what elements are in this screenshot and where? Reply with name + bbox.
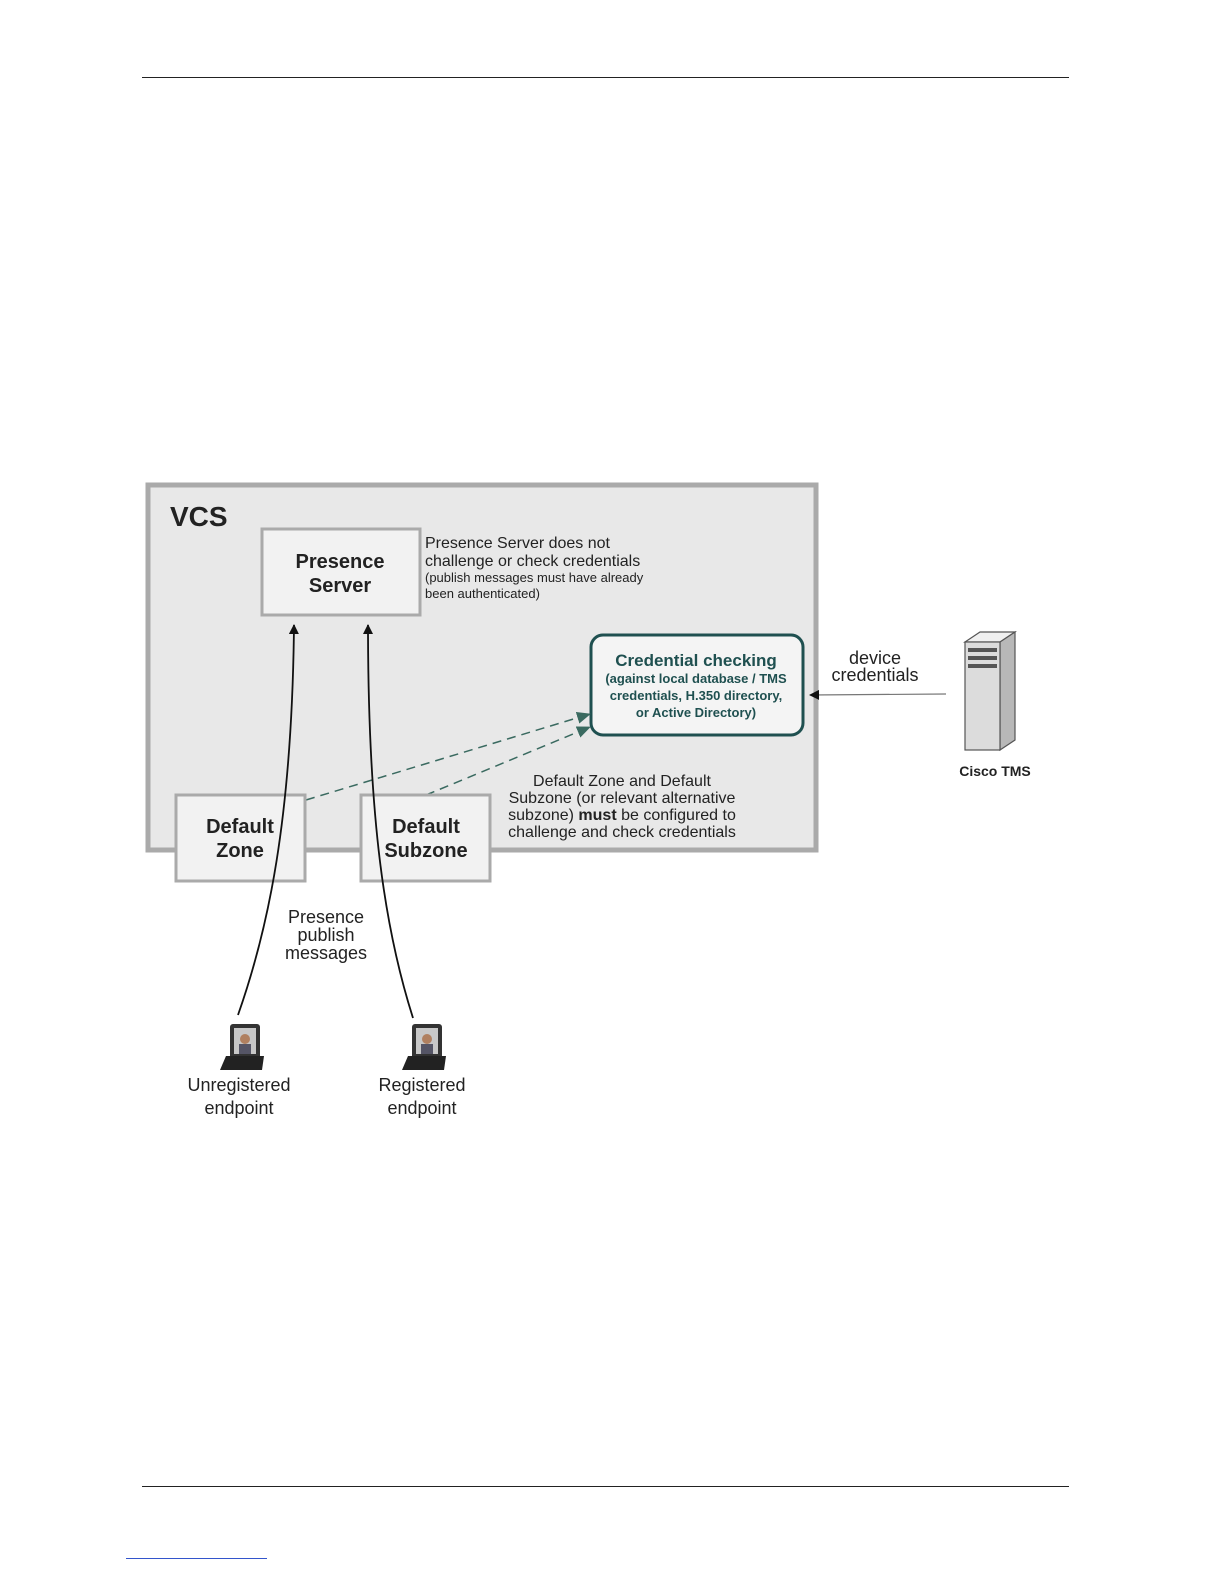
vcs-label: VCS <box>170 501 228 532</box>
unregistered-publish-arrow <box>237 624 299 1016</box>
default-zone-label-line1: Default <box>206 816 274 838</box>
presence-note-line3: (publish messages must have already <box>425 570 644 585</box>
server-icon <box>963 630 1017 752</box>
default-zone-label-line2: Zone <box>216 840 264 862</box>
zone-note-line1: Default Zone and Default <box>533 773 711 790</box>
cisco-tms-label: Cisco TMS <box>959 763 1031 779</box>
zone-note-line4: challenge and check credentials <box>508 824 736 841</box>
default-zone-box <box>174 793 307 883</box>
unregistered-endpoint-line1: Unregistered <box>187 1075 290 1095</box>
presence-note-line2: challenge or check credentials <box>425 553 640 570</box>
publish-label-line3: messages <box>285 943 367 963</box>
credential-checking-box <box>589 633 805 737</box>
credential-checking-line3: or Active Directory) <box>636 705 756 720</box>
registered-endpoint-line2: endpoint <box>387 1098 456 1118</box>
zone-note-line3-bold: must <box>578 807 617 824</box>
default-subzone-label-line1: Default <box>392 816 460 838</box>
presence-server-label-line1: Presence <box>296 551 385 573</box>
presence-note-line4: been authenticated) <box>425 586 540 601</box>
zone-to-credential-arrow <box>305 712 591 801</box>
header-rule <box>142 77 1069 78</box>
registered-endpoint-line1: Registered <box>378 1075 465 1095</box>
zone-note-line3: subzone) must be configured to <box>508 807 736 824</box>
presence-server-label-line2: Server <box>309 575 371 597</box>
zone-note-line3-pre: subzone) <box>508 807 574 824</box>
device-credentials-arrow <box>809 689 947 700</box>
credential-checking-line1: (against local database / TMS <box>605 671 787 686</box>
credential-checking-title: Credential checking <box>615 651 777 670</box>
video-phone-icon <box>220 1024 264 1070</box>
device-credentials-line1: device <box>849 648 901 668</box>
zone-note-line3-post: be configured to <box>621 807 736 824</box>
footer-rule <box>142 1486 1069 1487</box>
default-subzone-box <box>359 793 492 883</box>
credential-checking-line2: credentials, H.350 directory, <box>610 688 782 703</box>
publish-label-line2: publish <box>297 925 354 945</box>
zone-note-line2: Subzone (or relevant alternative <box>509 790 736 807</box>
default-subzone-label-line2: Subzone <box>384 840 467 862</box>
device-credentials-line2: credentials <box>831 665 918 685</box>
publish-label-line1: Presence <box>288 907 364 927</box>
presence-note-line1: Presence Server does not <box>425 535 611 552</box>
video-phone-icon <box>402 1024 446 1070</box>
footer-link-underline[interactable] <box>126 1558 267 1559</box>
registered-publish-arrow <box>363 624 414 1019</box>
unregistered-endpoint-line2: endpoint <box>204 1098 273 1118</box>
presence-server-box <box>260 527 422 617</box>
